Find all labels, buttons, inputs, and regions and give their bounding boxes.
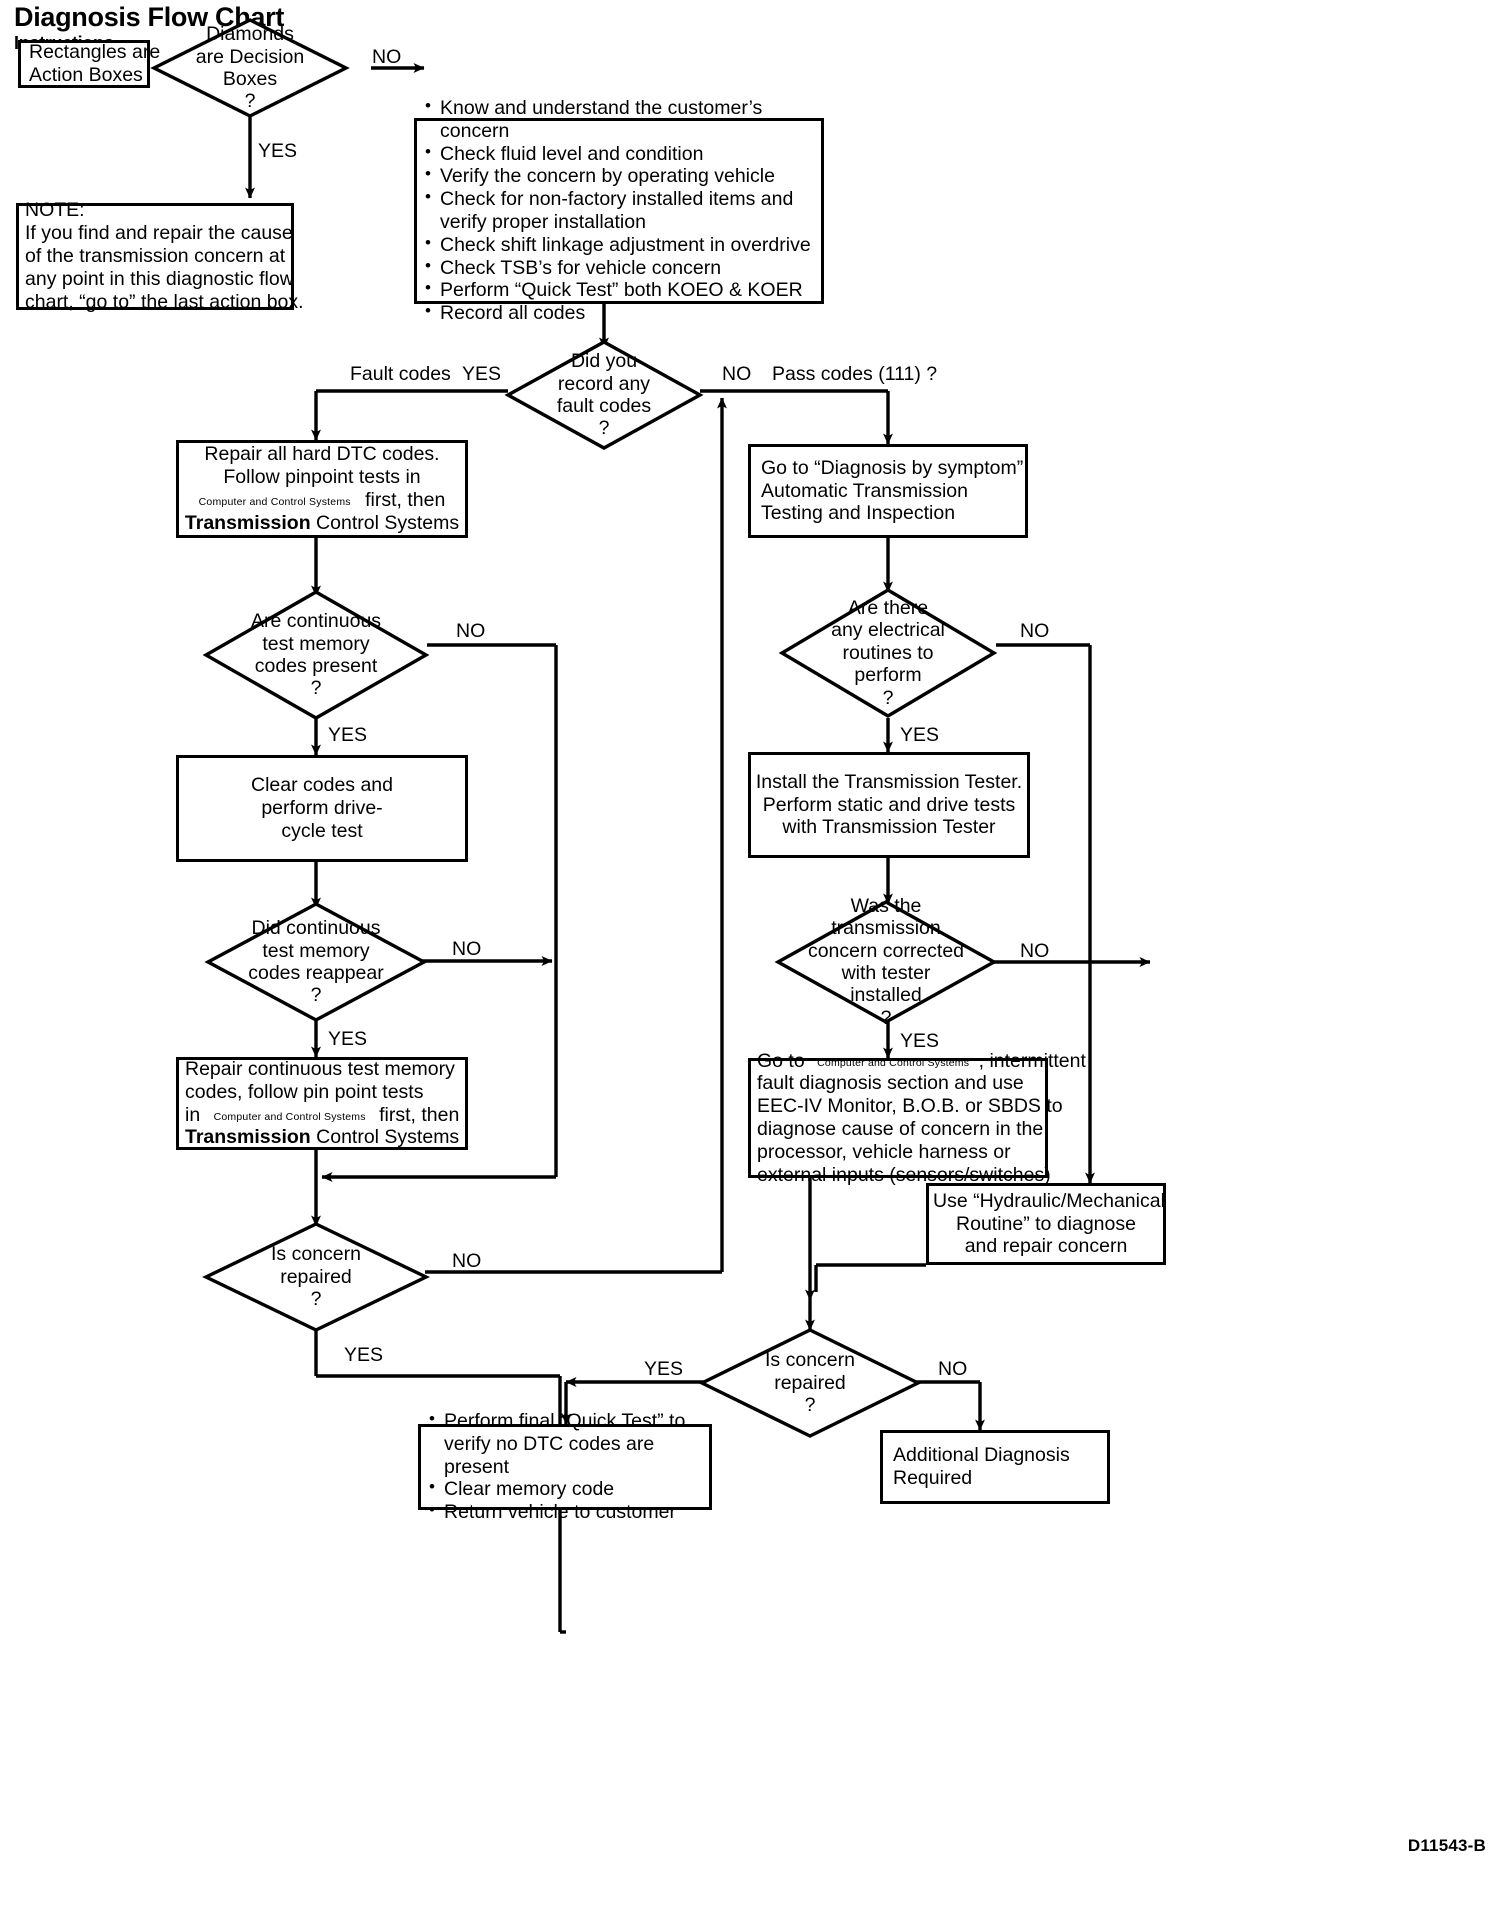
- label-cont-present-yes: YES: [328, 724, 368, 746]
- action-final-steps: Perform final “Quick Test” to verify no …: [418, 1409, 712, 1523]
- ref-computer-control-systems: Computer and Control Systems: [213, 1110, 366, 1123]
- label-legend-yes: YES: [258, 140, 298, 162]
- symptom-line2: Automatic Transmission: [761, 479, 968, 502]
- document-code: D11543-B: [1407, 1836, 1486, 1855]
- repair-hard-line3-tail: first, then: [365, 489, 446, 511]
- preliminary-checks-list: Know and understand the customer’s conce…: [423, 96, 815, 325]
- decision-codes-reappear: Did continuous test memory codes reappea…: [204, 902, 428, 1022]
- action-hydraulic-mechanical-routine: Use “Hydraulic/Mechanical Routine” to di…: [926, 1183, 1166, 1265]
- decision-concern-repaired-bottom: Is concern repaired ?: [698, 1328, 922, 1438]
- final-steps-list: Perform final “Quick Test” to verify no …: [427, 1409, 703, 1524]
- label-record-no: NO: [722, 363, 752, 385]
- list-item: Check for non-factory installed items an…: [423, 187, 815, 234]
- intermittent-line2: fault diagnosis section and use: [757, 1072, 1024, 1095]
- label-pass-codes: Pass codes (111) ?: [772, 363, 938, 385]
- label-repaired-left-yes: YES: [344, 1344, 384, 1366]
- list-item: Check TSB’s for vehicle concern: [423, 256, 815, 280]
- repair-cont-line1: Repair continuous test memory: [185, 1057, 455, 1080]
- note-line1: If you find and repair the cause: [25, 222, 293, 245]
- ref-computer-control-systems: Computer and Control Systems: [198, 496, 351, 508]
- label-corrected-no: NO: [1020, 940, 1050, 962]
- repair-cont-line4-tail: Control Systems: [316, 1126, 460, 1149]
- label-electrical-no: NO: [1020, 620, 1050, 642]
- legend-action-line1: Rectangles are: [29, 41, 161, 64]
- legend-action-line2: Action Boxes: [29, 64, 143, 86]
- list-item: Perform “Quick Test” both KOEO & KOER: [423, 278, 815, 302]
- repair-hard-line1: Repair all hard DTC codes.: [204, 443, 440, 466]
- repair-cont-line3-head: in: [185, 1103, 201, 1126]
- repair-hard-line2: Follow pinpoint tests in: [223, 466, 421, 489]
- decision-continuous-codes-present: Are continuous test memory codes present…: [202, 590, 430, 720]
- install-tester-line3: with Transmission Tester: [782, 816, 996, 839]
- repair-cont-line4-bold: Transmission: [185, 1126, 311, 1149]
- label-repaired-bottom-no: NO: [938, 1358, 968, 1380]
- list-item: Clear memory code: [427, 1477, 703, 1501]
- symptom-line1: Go to “Diagnosis by symptom”: [761, 456, 1024, 479]
- label-reappear-yes: YES: [328, 1028, 368, 1050]
- label-cont-present-no: NO: [456, 620, 486, 642]
- intermittent-line1-tail: , intermittent: [978, 1049, 1086, 1072]
- intermittent-line1-head: Go to: [757, 1049, 805, 1072]
- repair-hard-line3: Computer and Control Systems first, then: [183, 489, 461, 512]
- list-item: Know and understand the customer’s conce…: [423, 96, 815, 143]
- repair-cont-line3-tail: first, then: [379, 1103, 460, 1126]
- action-install-tester: Install the Transmission Tester. Perform…: [748, 752, 1030, 858]
- intermittent-line1: Go to Computer and Control Systems , int…: [757, 1049, 1086, 1073]
- additional-line2: Required: [893, 1467, 973, 1489]
- note-heading: NOTE:: [25, 199, 85, 222]
- legend-action-box: Rectangles are Action Boxes: [18, 40, 161, 88]
- action-intermittent-diagnosis: Go to Computer and Control Systems , int…: [748, 1050, 1086, 1186]
- list-item: Record all codes: [423, 301, 815, 325]
- action-additional-diagnosis: Additional Diagnosis Required: [880, 1430, 1110, 1504]
- preliminary-checks-box: Know and understand the customer’s conce…: [414, 96, 824, 324]
- note-line3: any point in this diagnostic flow: [25, 267, 294, 290]
- hydraulic-line2: Routine” to diagnose: [956, 1212, 1136, 1235]
- symptom-line3: Testing and Inspection: [761, 502, 956, 525]
- list-item: Verify the concern by operating vehicle: [423, 164, 815, 188]
- intermittent-line6: external inputs (sensors/switches): [757, 1163, 1051, 1186]
- intermittent-line5: processor, vehicle harness or: [757, 1140, 1011, 1163]
- repair-hard-line4-bold: Transmission: [184, 511, 311, 534]
- list-item: Return vehicle to customer: [427, 1500, 703, 1524]
- install-tester-line2: Perform static and drive tests: [762, 793, 1016, 816]
- list-item: Perform final “Quick Test” to verify no …: [427, 1409, 703, 1478]
- label-legend-no: NO: [372, 46, 402, 68]
- repair-cont-line2: codes, follow pin point tests: [185, 1080, 424, 1103]
- repair-hard-line4: Transmission Control Systems: [183, 512, 461, 535]
- action-repair-continuous-codes: Repair continuous test memory codes, fol…: [176, 1057, 468, 1150]
- label-fault-codes: Fault codes: [350, 363, 451, 385]
- label-record-yes: YES: [462, 363, 502, 385]
- note-line4: chart, “go to” the last action box.: [25, 290, 304, 313]
- label-repaired-bottom-yes: YES: [644, 1358, 684, 1380]
- action-diagnosis-by-symptom: Go to “Diagnosis by symptom” Automatic T…: [748, 444, 1028, 538]
- hydraulic-line3: and repair concern: [964, 1235, 1128, 1258]
- label-corrected-yes: YES: [900, 1030, 940, 1052]
- decision-electrical-routines: Are there any electrical routines to per…: [778, 588, 998, 718]
- hydraulic-line1: Use “Hydraulic/Mechanical: [933, 1189, 1165, 1212]
- repair-hard-line4-tail: Control Systems: [316, 511, 460, 534]
- note-line2: of the transmission concern at: [25, 245, 286, 268]
- intermittent-line3: EEC-IV Monitor, B.O.B. or SBDS to: [757, 1095, 1063, 1118]
- intermittent-line4: diagnose cause of concern in the: [757, 1118, 1044, 1140]
- action-clear-codes: Clear codes and perform drive- cycle tes…: [176, 755, 468, 862]
- decision-tester-corrected: Was the transmission concern corrected w…: [774, 895, 998, 1029]
- repair-cont-line4: Transmission Control Systems: [185, 1126, 459, 1149]
- decision-concern-repaired-left: Is concern repaired ?: [202, 1222, 430, 1332]
- list-item: Check shift linkage adjustment in overdr…: [423, 233, 815, 257]
- clear-codes-line3: cycle test: [281, 819, 363, 842]
- action-repair-hard-dtc: Repair all hard DTC codes. Follow pinpoi…: [176, 440, 468, 538]
- clear-codes-line2: perform drive-: [261, 797, 383, 820]
- install-tester-line1: Install the Transmission Tester.: [755, 770, 1023, 793]
- label-reappear-no: NO: [452, 938, 482, 960]
- list-item: Check fluid level and condition: [423, 142, 815, 166]
- decision-record-fault-codes: Did you record any fault codes ?: [504, 340, 704, 450]
- label-repaired-left-no: NO: [452, 1250, 482, 1272]
- clear-codes-line1: Clear codes and: [250, 774, 393, 797]
- legend-decision-diamond: Diamonds are Decision Boxes ?: [150, 18, 350, 118]
- label-electrical-yes: YES: [900, 724, 940, 746]
- note-box: NOTE: If you find and repair the cause o…: [16, 199, 304, 313]
- ref-computer-control-systems: Computer and Control Systems: [817, 1056, 970, 1069]
- additional-line1: Additional Diagnosis: [893, 1444, 1070, 1467]
- repair-cont-line3: in Computer and Control Systems first, t…: [185, 1104, 459, 1127]
